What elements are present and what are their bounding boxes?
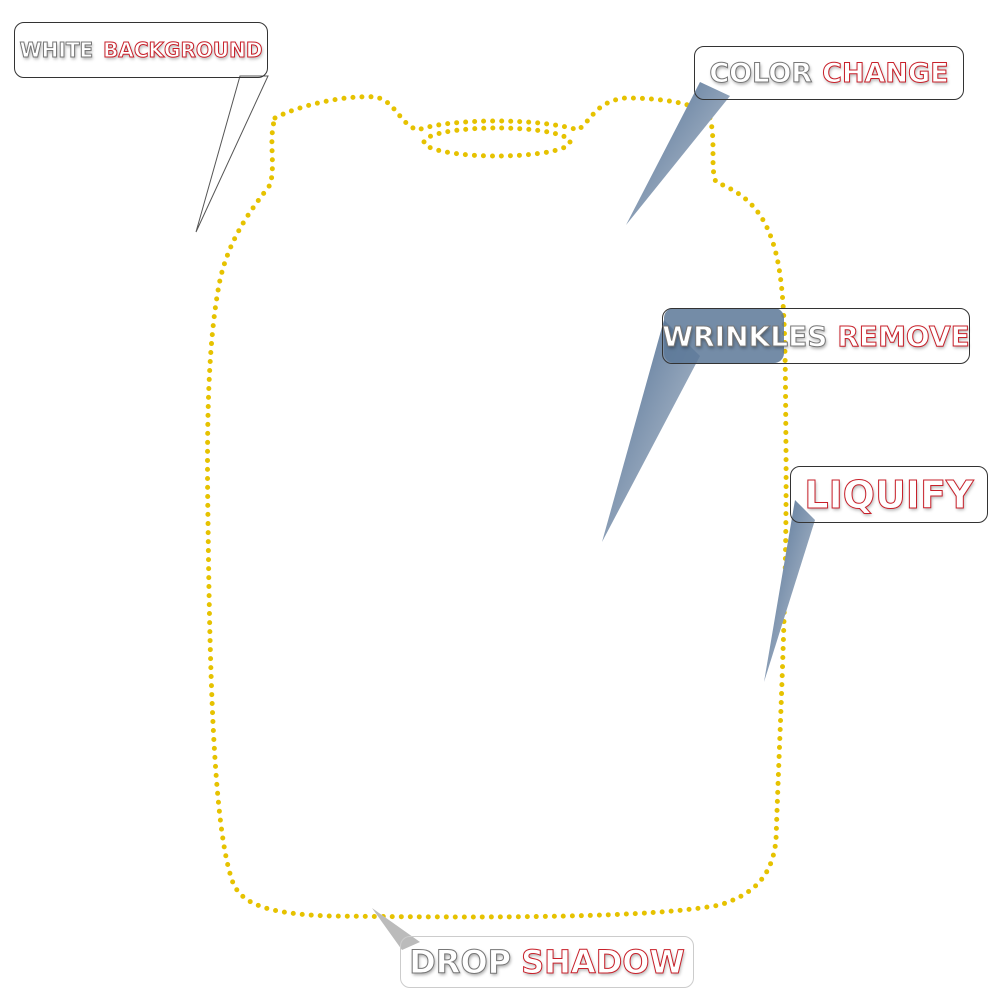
label-word: COLOR <box>709 57 813 89</box>
white-background-pointer <box>195 75 269 233</box>
label-word: REMOVE <box>837 319 970 353</box>
jug-cap-selection <box>421 125 573 159</box>
label-word: CHANGE <box>822 57 950 89</box>
label-word: BACKGROUND <box>103 38 263 63</box>
callout-color-change: COLOR CHANGE <box>694 46 964 100</box>
callout-wrinkles-remove: WRINKLES REMOVE <box>662 308 970 364</box>
callout-white-background: WHITE BACKGROUND <box>14 22 268 78</box>
wrinkles-remove-shade <box>664 308 784 363</box>
callout-drop-shadow: DROP SHADOW <box>400 936 694 988</box>
label-word: WRINKLES <box>662 319 828 353</box>
liquify-pointer <box>764 500 815 682</box>
color-change-pointer <box>626 82 730 225</box>
jug-outline-selection <box>205 94 789 920</box>
label-word: SHADOW <box>521 943 686 982</box>
label-word: WHITE <box>19 38 94 63</box>
label-word: LIQUIFY <box>804 472 974 517</box>
callout-liquify: LIQUIFY <box>790 466 988 523</box>
label-word: DROP <box>409 943 512 982</box>
wrinkles-remove-pointer <box>602 320 700 542</box>
